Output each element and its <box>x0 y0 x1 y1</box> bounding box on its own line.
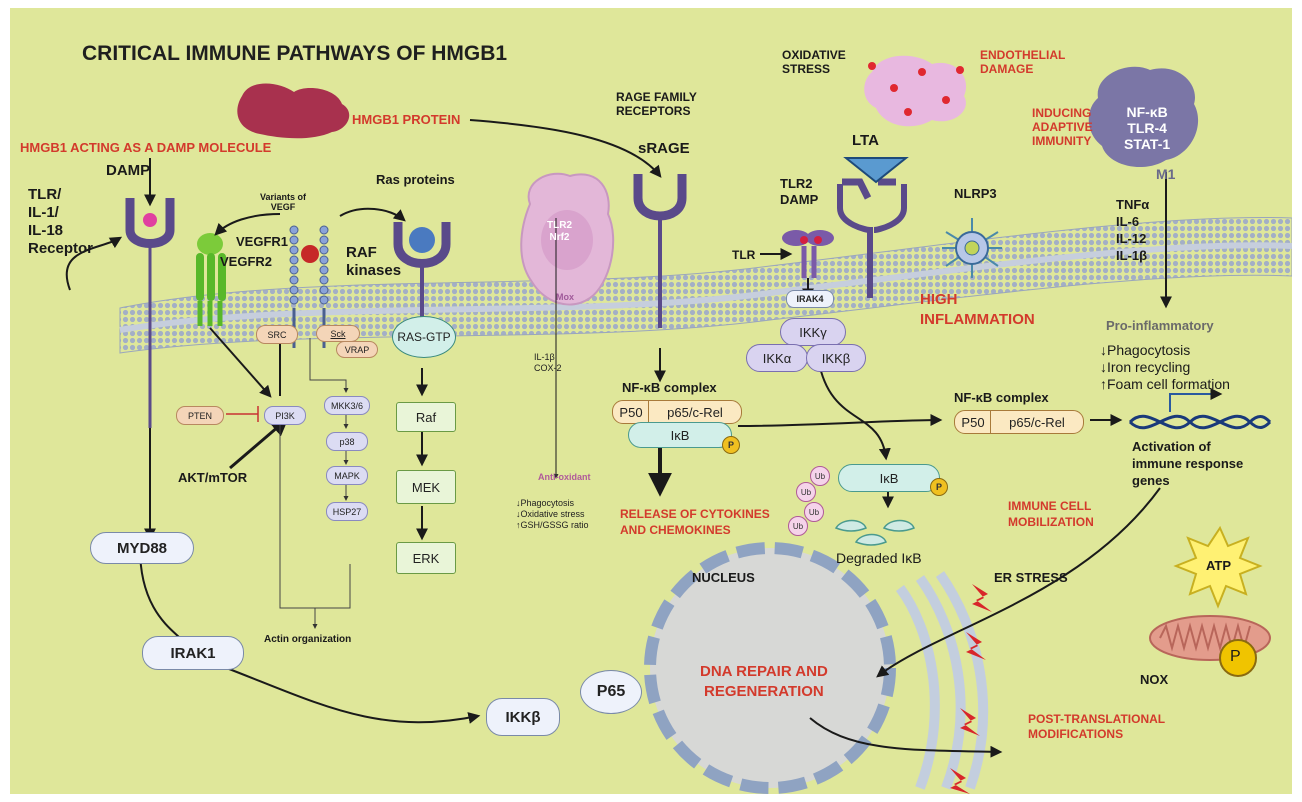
p38-node: p38 <box>326 432 368 451</box>
pro-inflammatory-label: Pro-inflammatory <box>1106 318 1214 333</box>
mkk-node: MKK3/6 <box>324 396 370 415</box>
m1-macrophage <box>1088 66 1199 168</box>
pi3k-node: PI3K <box>264 406 306 425</box>
oxidative-stress-label: OXIDATIVE STRESS <box>782 48 846 76</box>
anti-oxidant-label: Anti-oxidant <box>538 472 591 482</box>
actin-organization-label: Actin organization <box>264 634 352 645</box>
mox-label: Mox <box>556 292 574 302</box>
dna-helix <box>1128 414 1272 430</box>
mapk-node: MAPK <box>326 466 368 485</box>
ikkg-node: IKKγ <box>780 318 846 346</box>
m1-markers-label: NF-κB TLR-4 STAT-1 <box>1124 104 1171 152</box>
ikkb-node-lower: IKKβ <box>486 698 560 736</box>
activation-genes-label: Activation of immune response genes <box>1132 439 1244 488</box>
vegf-variants-label: Variants of VEGF <box>260 192 307 212</box>
rage-family-label: RAGE FAMILY RECEPTORS <box>616 90 697 118</box>
hsp27-node: HSP27 <box>326 502 368 521</box>
nlrp3-label: NLRP3 <box>954 186 997 201</box>
atp-label: ATP <box>1206 558 1232 573</box>
oxidative-stress-cell <box>864 55 967 127</box>
irak4-node: IRAK4 <box>786 290 834 308</box>
inducing-immunity-label: INDUCING ADAPTIVE IMMUNITY <box>1032 106 1093 148</box>
release-cytokines-label: RELEASE OF CYTOKINES AND CHEMOKINES <box>620 507 770 537</box>
ikka-node: IKKα <box>746 344 808 372</box>
raf-kinases-label: RAF kinases <box>346 244 402 279</box>
irak1-node: IRAK1 <box>142 636 244 670</box>
ubiquitin-2: Ub <box>796 482 816 502</box>
vegf-ligand <box>301 245 319 263</box>
ikb-node-center: IκB <box>838 464 940 492</box>
tlr-label: TLR <box>732 248 756 262</box>
ubiquitin-3: Ub <box>804 502 824 522</box>
mek-node: MEK <box>396 470 456 504</box>
hmgb1-protein-label: HMGB1 PROTEIN <box>352 112 461 127</box>
pten-node: PTEN <box>176 406 224 425</box>
myd88-node: MYD88 <box>90 532 194 564</box>
cytokines-label: TNFα IL-6 IL-12 IL-1β <box>1116 197 1150 263</box>
nox-label: NOX <box>1140 672 1169 687</box>
p50-node-right: P50 <box>954 410 992 434</box>
vrap-node: VRAP <box>336 341 378 358</box>
ubiquitin-4: Ub <box>788 516 808 536</box>
immune-mobilization-label: IMMUNE CELL MOBILIZATION <box>1008 499 1094 529</box>
phosphate-label: P <box>1230 648 1241 665</box>
p65-crel-node-left: p65/c-Rel <box>648 400 742 424</box>
vegfr2-label: VEGFR2 <box>220 254 273 269</box>
mox-effects-label: ↓Phagocytosis ↓Oxidative stress ↑GSH/GSS… <box>516 498 589 530</box>
er-stress-label: ER STRESS <box>994 570 1068 585</box>
diagram-title: CRITICAL IMMUNE PATHWAYS OF HMGB1 <box>82 42 508 65</box>
ras-gtp-node: RAS-GTP <box>392 316 456 358</box>
src-node: SRC <box>256 325 298 344</box>
ptm-label: POST-TRANSLATIONAL MODIFICATIONS <box>1028 712 1166 741</box>
phosphate-circle <box>1219 639 1257 677</box>
il1b-cox2-label: IL-1β COX-2 <box>534 352 562 373</box>
m1-label: M1 <box>1156 166 1176 182</box>
akt-mtor-label: AKT/mTOR <box>178 470 248 485</box>
endothelial-damage-label: ENDOTHELIAL DAMAGE <box>980 48 1066 76</box>
nfkb-complex-label-right: NF-κB complex <box>954 390 1049 405</box>
srage-label: sRAGE <box>638 140 690 157</box>
high-inflammation-label: HIGH INFLAMMATION <box>920 291 1035 328</box>
p50-node-left: P50 <box>612 400 650 424</box>
p65-crel-node-right: p65/c-Rel <box>990 410 1084 434</box>
lta-label: LTA <box>852 132 879 149</box>
hmgb1-protein-blob <box>237 83 350 139</box>
tlr-il-receptor-label: TLR/ IL-1/ IL-18 Receptor <box>28 186 94 257</box>
tlr2-damp-label: TLR2 DAMP <box>780 176 819 207</box>
nucleus-label: NUCLEUS <box>692 570 755 585</box>
ikb-node-left: IκB <box>628 422 732 448</box>
ras-proteins-label: Ras proteins <box>376 172 455 187</box>
degraded-ikb-label: Degraded IκB <box>836 550 922 566</box>
damp-molecule-label: HMGB1 ACTING AS A DAMP MOLECULE <box>20 140 272 155</box>
erk-node: ERK <box>396 542 456 574</box>
vegfr1-label: VEGFR1 <box>236 234 289 249</box>
p65-node: P65 <box>580 670 642 714</box>
nfkb-complex-label-left: NF-κB complex <box>622 380 717 395</box>
vegfr1-receptor <box>289 225 329 305</box>
ubiquitin-1: Ub <box>810 466 830 486</box>
endoplasmic-reticulum <box>895 571 989 790</box>
dna-repair-label: DNA REPAIR AND REGENERATION <box>700 663 828 700</box>
phosphate-dot-left: P <box>722 436 740 454</box>
atp-burst <box>1173 525 1263 609</box>
phosphate-dot-center: P <box>930 478 948 496</box>
pathway-diagram: CRITICAL IMMUNE PATHWAYS OF HMGB1 HMGB1 … <box>10 8 1292 794</box>
tlr2-nrf2-label: TLR2 Nrf2 <box>547 220 572 243</box>
sck-node: Sck <box>316 325 360 342</box>
damp-label: DAMP <box>106 162 151 179</box>
ikkb-node-upper: IKKβ <box>806 344 866 372</box>
pro-inflammatory-effects: ↓Phagocytosis ↓Iron recycling ↑Foam cell… <box>1100 342 1230 392</box>
raf-node: Raf <box>396 402 456 432</box>
vegfr2-receptor <box>196 233 226 326</box>
